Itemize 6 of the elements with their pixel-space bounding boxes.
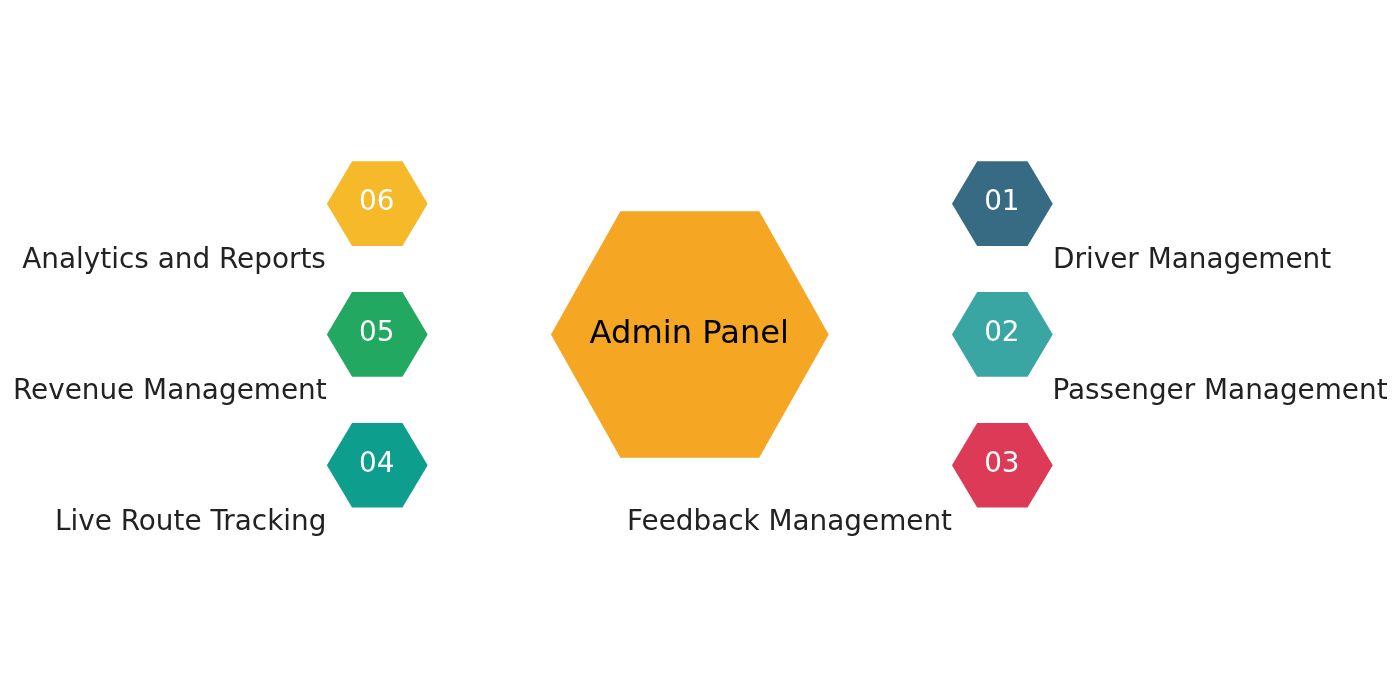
node-label: Live Route Tracking [54,503,327,537]
node-label: Passenger Management [1052,373,1388,407]
node-label: Driver Management [1053,242,1332,276]
node-label: Feedback Management [627,503,953,537]
node-label: Revenue Management [12,373,327,407]
node-label: Analytics and Reports [22,242,326,276]
